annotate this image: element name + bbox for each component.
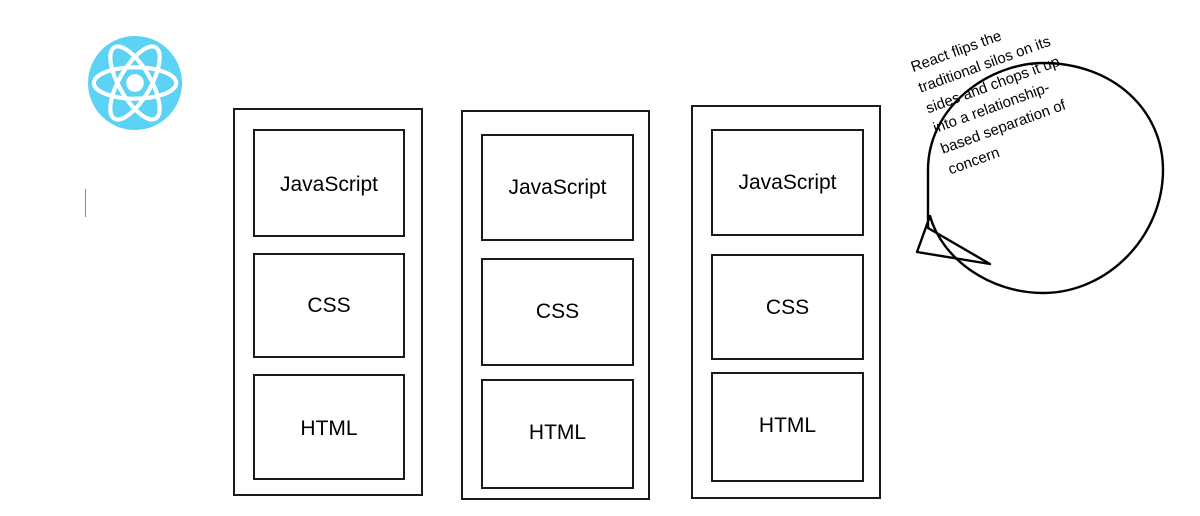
silo-box-css[interactable]: CSS xyxy=(253,253,405,358)
text-cursor-artifact xyxy=(85,189,86,217)
silo-box-label: CSS xyxy=(535,300,580,323)
silo-column-1[interactable]: JavaScript CSS HTML xyxy=(233,108,423,496)
silo-box-label: JavaScript xyxy=(279,173,379,196)
silo-box-javascript[interactable]: JavaScript xyxy=(711,129,864,236)
react-logo-orbits xyxy=(91,44,179,122)
silo-box-label: HTML xyxy=(758,414,817,437)
silo-box-label: JavaScript xyxy=(508,176,607,199)
silo-box-label: JavaScript xyxy=(738,171,837,194)
silo-box-css[interactable]: CSS xyxy=(481,258,634,366)
silo-column-3[interactable]: JavaScript CSS HTML xyxy=(691,105,881,499)
silo-box-label: CSS xyxy=(765,296,810,319)
react-logo xyxy=(86,34,184,132)
silo-box-html[interactable]: HTML xyxy=(481,379,634,489)
silo-box-label: HTML xyxy=(528,421,587,444)
silo-box-css[interactable]: CSS xyxy=(711,254,864,360)
react-logo-nucleus xyxy=(126,74,144,92)
speech-bubble-outline xyxy=(915,61,1165,295)
silo-box-label: CSS xyxy=(307,294,351,317)
silo-box-javascript[interactable]: JavaScript xyxy=(481,134,634,241)
silo-column-2[interactable]: JavaScript CSS HTML xyxy=(461,110,650,500)
silo-box-label: HTML xyxy=(300,417,358,440)
silo-box-html[interactable]: HTML xyxy=(711,372,864,482)
silo-box-html[interactable]: HTML xyxy=(253,374,405,480)
speech-bubble[interactable]: React flips the traditional silos on its… xyxy=(880,27,1180,310)
silo-box-javascript[interactable]: JavaScript xyxy=(253,129,405,237)
